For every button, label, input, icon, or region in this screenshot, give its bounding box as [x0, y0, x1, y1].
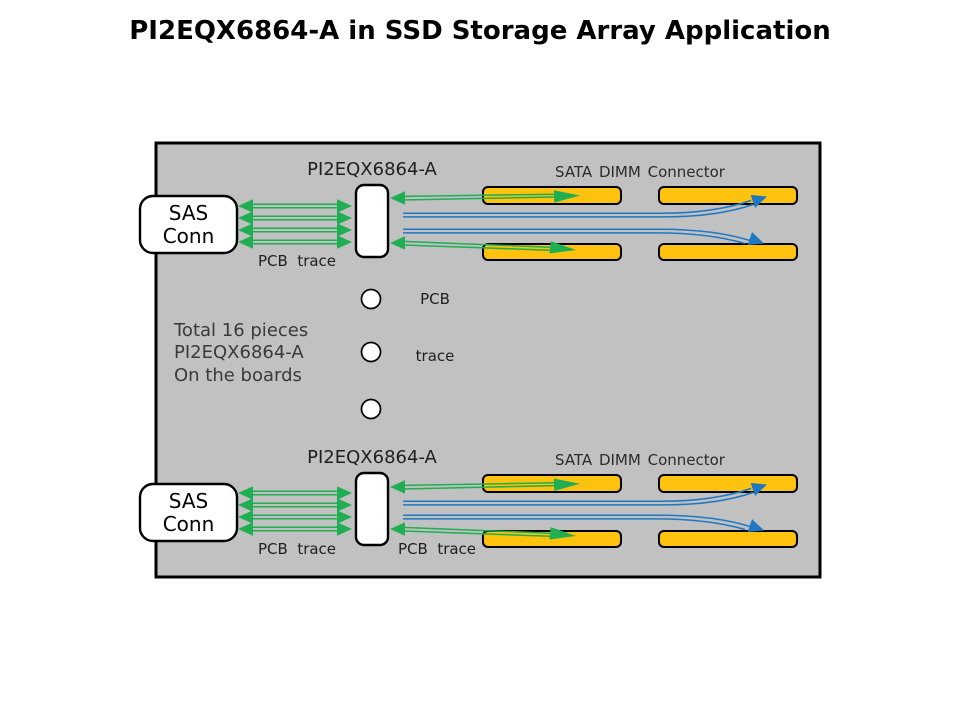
sas-conn-line2: Conn [162, 511, 215, 536]
sas-conn-line2: Conn [162, 223, 215, 248]
sata-dimm-connector [658, 530, 798, 548]
ellipsis-dot [360, 288, 382, 310]
pcb-trace-right [390, 477, 770, 543]
repeater-chip [354, 183, 390, 259]
section-bottom [138, 471, 798, 548]
pcb-trace-label: PCB trace [257, 252, 337, 270]
sata-dimm-connector-label: SATA DIMM Connector [555, 451, 725, 469]
pcb-trace-right [390, 189, 770, 257]
sata-dimm-connector-label: SATA DIMM Connector [555, 163, 725, 181]
pcb-trace-label: PCB trace [257, 540, 337, 558]
sas-conn-label: SAS Conn [140, 196, 237, 253]
chip-label: PI2EQX6864-A [307, 447, 437, 468]
pcb-trace-label: PCB trace [397, 540, 477, 558]
sas-connector-box [138, 482, 239, 543]
ellipsis-dot [360, 398, 382, 420]
sata-dimm-connector [658, 474, 798, 493]
board-note-line3: On the boards [174, 364, 302, 386]
pcb-trace-line2: trace [415, 347, 455, 365]
sata-dimm-connector [658, 186, 798, 205]
section-top [138, 183, 798, 261]
board-note-line2: PI2EQX6864-A [174, 342, 304, 364]
sas-conn-line1: SAS [168, 200, 209, 225]
pcb-trace-green-pairs-left [238, 486, 352, 536]
sas-conn-label: SAS Conn [140, 484, 237, 541]
page-title: PI2EQX6864-A in SSD Storage Array Applic… [129, 16, 831, 46]
sas-connector-box [138, 194, 239, 255]
pcb-trace-green-pairs-left [238, 199, 352, 249]
pcb-trace-label: PCB trace [416, 252, 455, 385]
sata-dimm-connector [658, 243, 798, 261]
repeater-chip [354, 471, 390, 547]
chip-label: PI2EQX6864-A [307, 159, 437, 180]
board-note-line1: Total 16 pieces [174, 320, 309, 341]
ellipsis-dot [360, 341, 382, 363]
pcb-trace-line1: PCB [420, 290, 450, 308]
sas-conn-line1: SAS [168, 488, 209, 513]
board-note: Total 16 pieces PI2EQX6864-A On the boar… [174, 320, 308, 387]
